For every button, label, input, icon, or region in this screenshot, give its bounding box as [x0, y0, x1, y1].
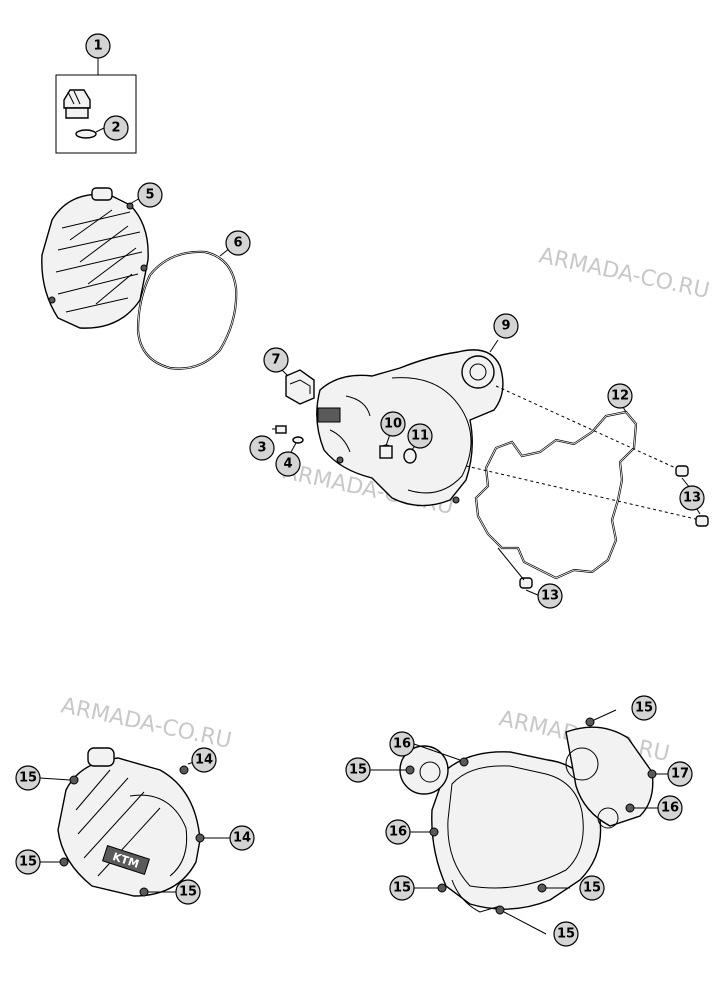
svg-text:12: 12 — [611, 389, 629, 404]
svg-text:15: 15 — [19, 771, 37, 786]
screw-head — [59, 857, 69, 867]
svg-text:14: 14 — [233, 831, 251, 846]
alignment-line-2 — [465, 465, 701, 521]
callout-14-outer-top: 14 — [191, 747, 217, 773]
callout-15-inner-top-right: 15 — [631, 695, 657, 721]
callout-15-inner-left: 15 — [345, 757, 371, 783]
outer-cover-screws-view: KTM — [39, 747, 230, 897]
drain-screw — [272, 425, 287, 434]
svg-text:13: 13 — [683, 491, 701, 506]
svg-text:16: 16 — [661, 801, 679, 816]
screw-head — [195, 833, 205, 843]
callout-2: 2 — [103, 115, 129, 141]
callout-15-outer-bottom: 15 — [175, 879, 201, 905]
svg-text:3: 3 — [257, 441, 266, 456]
dowel-pin-lower — [519, 577, 533, 589]
screw-head — [625, 803, 635, 813]
filler-plug — [63, 89, 91, 119]
callout-11: 11 — [407, 423, 433, 449]
outer-cover-gasket — [136, 247, 238, 370]
screw-head — [437, 883, 447, 893]
svg-text:2: 2 — [111, 121, 120, 136]
watermark-top-right: ARMADA-CO.RU — [537, 243, 712, 304]
o-ring-11 — [403, 443, 417, 464]
svg-text:5: 5 — [145, 188, 154, 203]
callout-17: 17 — [667, 761, 693, 787]
leader-2 — [95, 127, 105, 133]
callout-4: 4 — [275, 451, 301, 477]
filler-plug-group — [55, 58, 137, 154]
svg-text:9: 9 — [501, 319, 510, 334]
dowel-pins — [465, 385, 709, 597]
callout-1: 1 — [85, 33, 111, 59]
dowel-pin-right — [695, 515, 709, 527]
screw-head — [429, 827, 439, 837]
callout-13-lower: 13 — [537, 583, 563, 609]
screw-head — [69, 775, 79, 785]
svg-text:15: 15 — [583, 881, 601, 896]
svg-text:13: 13 — [541, 589, 559, 604]
svg-text:7: 7 — [271, 353, 280, 368]
water-pump-cover-piece — [279, 367, 315, 405]
svg-text:14: 14 — [195, 753, 213, 768]
filler-plug-box — [55, 74, 137, 154]
ktm-logo: KTM — [101, 844, 151, 876]
svg-text:10: 10 — [384, 417, 402, 432]
callout-15-outer-top-left: 15 — [15, 765, 41, 791]
svg-text:16: 16 — [393, 737, 411, 752]
svg-text:6: 6 — [233, 236, 242, 251]
callout-16-inner-top: 16 — [389, 731, 415, 757]
o-ring — [75, 129, 97, 139]
callout-15-inner-bottom-right: 15 — [579, 875, 605, 901]
screw-washer — [289, 436, 304, 455]
screw-head — [179, 765, 189, 775]
callout-7: 7 — [263, 347, 289, 373]
screw-head — [405, 765, 415, 775]
callout-14-outer-right: 14 — [229, 825, 255, 851]
screw-head — [647, 769, 657, 779]
callout-6: 6 — [225, 230, 251, 256]
svg-text:4: 4 — [283, 457, 292, 472]
callout-15-outer-left: 15 — [15, 849, 41, 875]
callout-13-right: 13 — [679, 485, 705, 511]
watermark-bottom-left: ARMADA-CO.RU — [59, 693, 234, 754]
screw-head — [459, 757, 469, 767]
inner-clutch-cover — [316, 339, 504, 507]
screw-head — [537, 883, 547, 893]
outer-clutch-cover — [41, 187, 149, 329]
svg-text:15: 15 — [393, 881, 411, 896]
svg-text:17: 17 — [671, 767, 689, 782]
alignment-line-1 — [495, 385, 681, 471]
svg-text:1: 1 — [93, 39, 102, 54]
callout-16-inner-left: 16 — [385, 819, 411, 845]
screw-head — [585, 717, 595, 727]
callout-12: 12 — [607, 383, 633, 409]
svg-text:16: 16 — [389, 825, 407, 840]
dowel-pin-upper — [675, 465, 689, 477]
svg-text:15: 15 — [19, 855, 37, 870]
callout-15-inner-bottom: 15 — [553, 921, 579, 947]
callout-16-inner-right: 16 — [657, 795, 683, 821]
inner-cover-screws-view — [370, 709, 668, 935]
svg-text:15: 15 — [179, 885, 197, 900]
callout-10: 10 — [380, 411, 406, 437]
screw-head — [139, 887, 149, 897]
svg-text:11: 11 — [411, 429, 429, 444]
svg-text:15: 15 — [635, 701, 653, 716]
screw-head — [495, 905, 505, 915]
svg-text:15: 15 — [349, 763, 367, 778]
inner-cover-gasket — [474, 401, 638, 580]
callout-9: 9 — [493, 313, 519, 339]
callout-3: 3 — [249, 435, 275, 461]
callout-5: 5 — [137, 182, 163, 208]
svg-text:15: 15 — [557, 927, 575, 942]
callout-15-inner-bottom-left: 15 — [389, 875, 415, 901]
